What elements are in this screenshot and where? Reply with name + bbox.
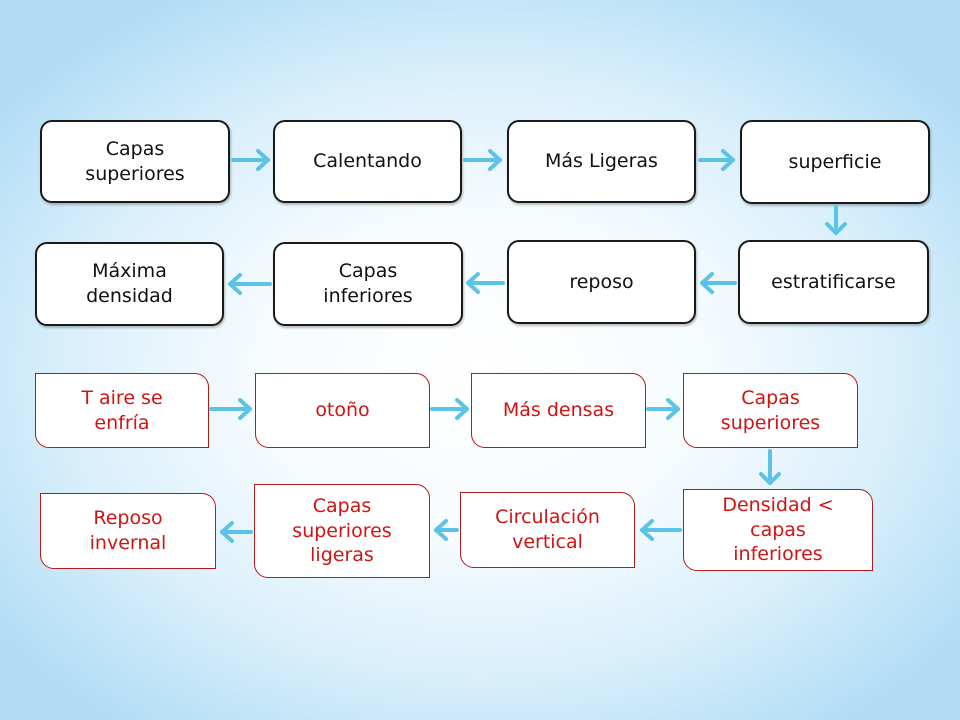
bottom-node-1: T aire se enfría — [35, 373, 209, 448]
top-node-6: reposo — [507, 240, 696, 324]
bottom-node-2: otoño — [255, 373, 430, 448]
bottom-node-3-label: Más densas — [502, 399, 615, 422]
arrow-left-icon — [228, 273, 272, 295]
arrow-left-icon — [640, 519, 682, 541]
top-node-1: Capas superiores — [40, 120, 230, 203]
top-node-8: Máxima densidad — [35, 242, 224, 326]
top-node-1-label: Capas superiores — [85, 137, 185, 185]
top-node-6-label: reposo — [569, 270, 634, 293]
bottom-node-8-label: Reposo invernal — [89, 507, 167, 554]
bottom-node-5-label: Densidad < capas inferiores — [722, 493, 834, 566]
top-node-8-label: Máxima densidad — [86, 260, 173, 307]
bottom-node-5: Densidad < capas inferiores — [683, 489, 873, 571]
arrow-down-icon — [825, 205, 847, 235]
arrow-left-icon — [220, 521, 253, 543]
arrow-down-icon — [759, 449, 781, 485]
arrow-right-icon — [209, 398, 252, 420]
top-node-3-label: Más Ligeras — [545, 150, 658, 173]
arrow-right-icon — [430, 398, 469, 420]
arrow-left-icon — [434, 519, 459, 541]
arrow-right-icon — [646, 398, 680, 420]
arrow-right-icon — [463, 149, 502, 171]
arrow-right-icon — [698, 149, 735, 171]
bottom-node-6: Circulación vertical — [460, 492, 635, 568]
top-node-5: estratificarse — [738, 240, 929, 324]
arrow-left-icon — [466, 272, 505, 294]
top-node-4: superficie — [740, 120, 930, 204]
bottom-node-4-label: Capas superiores — [720, 386, 821, 434]
arrow-right-icon — [231, 149, 270, 171]
top-node-2-label: Calentando — [313, 150, 422, 173]
bottom-node-2-label: otoño — [315, 399, 370, 422]
top-node-7-label: Capas inferiores — [323, 260, 413, 307]
bottom-node-8: Reposo invernal — [40, 493, 216, 569]
bottom-node-7: Capas superiores ligeras — [254, 484, 430, 578]
top-node-2: Calentando — [273, 120, 462, 203]
bottom-node-7-label: Capas superiores ligeras — [292, 494, 392, 567]
top-node-3: Más Ligeras — [507, 120, 696, 203]
bottom-node-4: Capas superiores — [683, 373, 858, 448]
top-node-5-label: estratificarse — [771, 270, 896, 293]
bottom-node-6-label: Circulación vertical — [495, 506, 600, 553]
arrow-left-icon — [700, 272, 737, 294]
top-node-7: Capas inferiores — [273, 242, 463, 326]
bottom-node-1-label: T aire se enfría — [81, 386, 163, 434]
top-node-4-label: superficie — [788, 150, 882, 173]
bottom-node-3: Más densas — [471, 373, 646, 448]
